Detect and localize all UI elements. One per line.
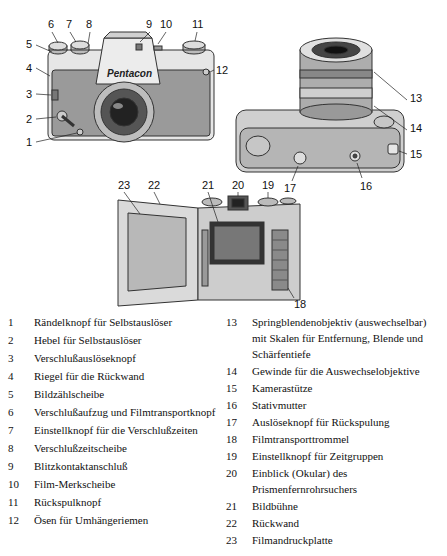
legend-number: 2 — [8, 332, 34, 349]
callout-number: 13 — [410, 92, 422, 105]
part-name: Gewinde für die Auswechselobjektive — [252, 363, 442, 379]
legend-row: 13Springblendenobjektiv (auswechselbar) … — [226, 314, 442, 362]
legend-number: 9 — [8, 458, 34, 475]
callout-number: 11 — [192, 18, 203, 31]
part-name: Rückspulknopf — [34, 494, 220, 511]
callout-number: 3 — [26, 88, 32, 101]
part-name: Hebel für Selbstauslöser — [34, 332, 220, 349]
part-name: Bildzählscheibe — [34, 386, 220, 403]
legend-number: 13 — [226, 314, 252, 362]
callout-number: 20 — [232, 179, 244, 192]
legend-number: 5 — [8, 386, 34, 403]
callout-number: 22 — [148, 179, 160, 192]
legend-number: 17 — [226, 414, 252, 430]
callout-number: 12 — [216, 64, 228, 77]
callout-number: 21 — [202, 179, 214, 192]
legend-number: 23 — [226, 532, 252, 548]
legend-row: 3Verschlußauslöseknopf — [8, 350, 220, 367]
legend-row: 20Einblick (Okular) des Prismenfernrohrs… — [226, 465, 442, 497]
part-name: Rückwand — [252, 515, 442, 531]
part-name: Riegel für die Rückwand — [34, 368, 220, 385]
part-name: Kamerastütze — [252, 380, 442, 396]
legend-number: 16 — [226, 397, 252, 413]
callout-number: 19 — [262, 179, 274, 192]
legend-row: 8Verschlußzeitscheibe — [8, 440, 220, 457]
part-name: Ösen für Umhängeriemen — [34, 512, 220, 529]
callout-number: 5 — [26, 38, 32, 51]
callout-number: 7 — [66, 18, 72, 31]
legend-row: 15Kamerastütze — [226, 380, 442, 396]
legend-row: 10Film-Merkscheibe — [8, 476, 220, 493]
legend-row: 4Riegel für die Rückwand — [8, 368, 220, 385]
legend-number: 15 — [226, 380, 252, 396]
legend-row: 9Blitzkontaktanschluß — [8, 458, 220, 475]
part-name: Einblick (Okular) des Prismenfernrohrsuc… — [252, 465, 442, 497]
legend-number: 3 — [8, 350, 34, 367]
legend-row: 17Auslöseknopf für Rückspulung — [226, 414, 442, 430]
callout-number: 17 — [284, 182, 296, 195]
callout-number: 10 — [160, 18, 172, 31]
legend-row: 12Ösen für Umhängeriemen — [8, 512, 220, 529]
callout-number: 15 — [410, 148, 422, 161]
legend-number: 12 — [8, 512, 34, 529]
part-name: Filmtransporttrommel — [252, 431, 442, 447]
legend-number: 19 — [226, 448, 252, 464]
legend-number: 20 — [226, 465, 252, 497]
callout-number: 23 — [118, 179, 130, 192]
part-name: Springblendenobjektiv (auswechselbar) mi… — [252, 314, 442, 362]
part-name: Einstellknopf für Zeitgruppen — [252, 448, 442, 464]
part-name: Einstellknopf für die Verschlußzeiten — [34, 422, 220, 439]
callout-number: 2 — [26, 113, 32, 126]
legend-number: 11 — [8, 494, 34, 511]
legend-row: 6Verschlußaufzug und Filmtransportknopf — [8, 404, 220, 421]
part-name: Rändelknopf für Selbstauslöser — [34, 314, 220, 331]
legend-number: 6 — [8, 404, 34, 421]
legend-number: 7 — [8, 422, 34, 439]
legend-row: 18Filmtransporttrommel — [226, 431, 442, 447]
legend-row: 21Bildbühne — [226, 498, 442, 514]
part-name: Film-Merkscheibe — [34, 476, 220, 493]
part-name: Verschlußaufzug und Filmtransportknopf — [34, 404, 220, 421]
callout-number: 9 — [146, 18, 152, 31]
callout-number: 6 — [48, 18, 54, 31]
callout-number: 4 — [26, 62, 32, 75]
legend-row: 14Gewinde für die Auswechselobjektive — [226, 363, 442, 379]
legend-number: 18 — [226, 431, 252, 447]
callout-number: 18 — [294, 298, 306, 311]
legend-row: 2Hebel für Selbstauslöser — [8, 332, 220, 349]
legend-number: 14 — [226, 363, 252, 379]
legend-column: 13Springblendenobjektiv (auswechselbar) … — [226, 314, 442, 549]
legend-number: 22 — [226, 515, 252, 531]
callout-number: 1 — [26, 136, 32, 149]
brand-label: Pentacon — [107, 68, 152, 79]
legend-row: 16Stativmutter — [226, 397, 442, 413]
callout-number: 14 — [410, 122, 422, 135]
legend-row: 5Bildzählscheibe — [8, 386, 220, 403]
legend-row: 23Filmandruckplatte — [226, 532, 442, 548]
legend-number: 10 — [8, 476, 34, 493]
legend-row: 1Rändelknopf für Selbstauslöser — [8, 314, 220, 331]
part-name: Stativmutter — [252, 397, 442, 413]
legend-number: 21 — [226, 498, 252, 514]
legend-row: 7Einstellknopf für die Verschlußzeiten — [8, 422, 220, 439]
part-name: Blitzkontaktanschluß — [34, 458, 220, 475]
legend-number: 8 — [8, 440, 34, 457]
legend-number: 1 — [8, 314, 34, 331]
part-name: Verschlußzeitscheibe — [34, 440, 220, 457]
legend-row: 11Rückspulknopf — [8, 494, 220, 511]
callout-number: 16 — [360, 180, 372, 193]
part-name: Bildbühne — [252, 498, 442, 514]
legend-column: 1Rändelknopf für Selbstauslöser2Hebel fü… — [8, 314, 220, 530]
legend-row: 19Einstellknopf für Zeitgruppen — [226, 448, 442, 464]
part-name: Filmandruckplatte — [252, 532, 442, 548]
legend-number: 4 — [8, 368, 34, 385]
part-name: Auslöseknopf für Rückspulung — [252, 414, 442, 430]
legend-row: 22Rückwand — [226, 515, 442, 531]
callout-number: 8 — [86, 18, 92, 31]
part-name: Verschlußauslöseknopf — [34, 350, 220, 367]
